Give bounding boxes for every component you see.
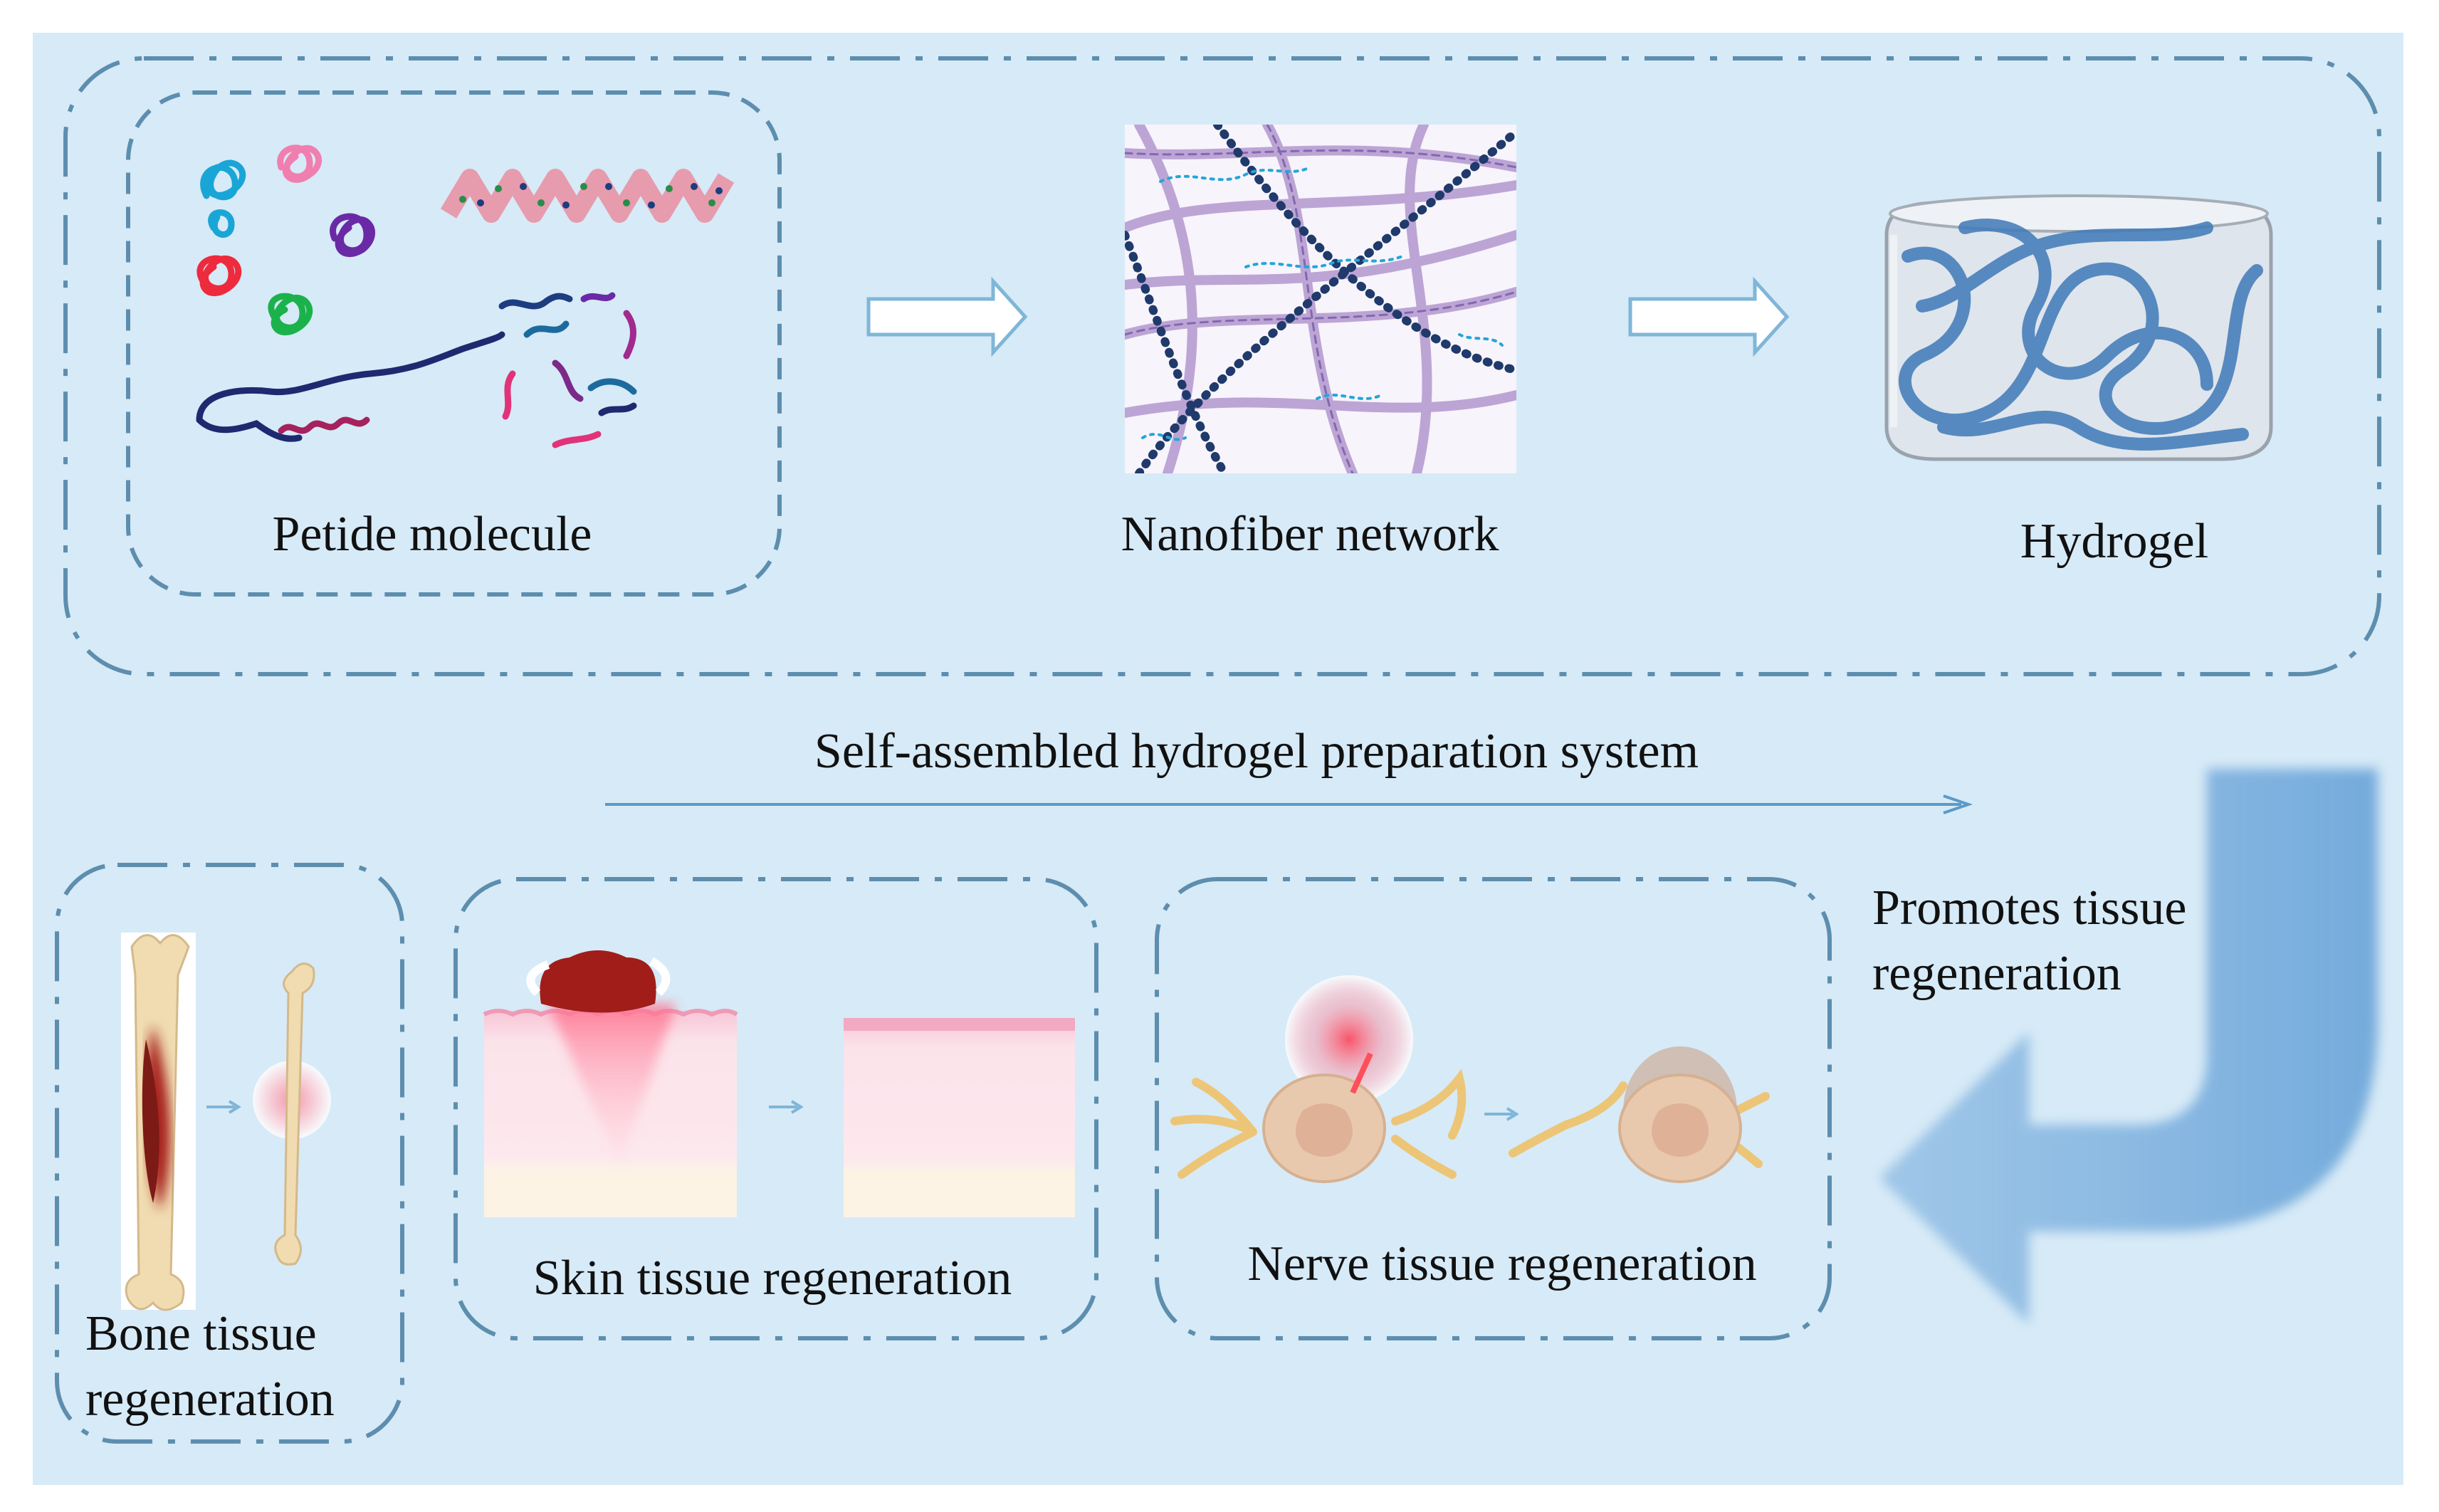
bone-label-line2: regeneration xyxy=(85,1372,335,1427)
nanofiber-network-illustration xyxy=(1125,125,1516,473)
peptide-molecule-illustration xyxy=(196,145,505,442)
nanofiber-network-label: Nanofiber network xyxy=(1121,507,1499,562)
promotes-label-line2: regeneration xyxy=(1872,946,2121,1001)
bone-box xyxy=(55,863,404,1444)
skin-regeneration-label: Skin tissue regeneration xyxy=(533,1251,1012,1306)
nerve-box xyxy=(1155,877,1832,1340)
peptide-box xyxy=(126,90,782,597)
hydrogel-illustration xyxy=(1884,194,2273,461)
peptide-helix-illustration xyxy=(440,169,735,223)
big-curved-arrow xyxy=(1879,769,2378,1324)
system-label: Self-assembled hydrogel preparation syst… xyxy=(814,724,1699,779)
nerve-illustration xyxy=(1170,975,1770,1183)
preparation-frame xyxy=(63,56,2381,676)
system-arrow xyxy=(605,794,1973,814)
skin-box xyxy=(453,877,1098,1340)
arrow-to-nanofiber xyxy=(866,276,1028,357)
skin-illustration xyxy=(483,950,1075,1217)
peptide-molecule-label: Petide molecule xyxy=(272,507,592,562)
nerve-regeneration-label: Nerve tissue regeneration xyxy=(1247,1237,1757,1291)
short-peptide-strands xyxy=(498,292,637,448)
bone-illustration xyxy=(121,933,331,1311)
arrow-to-hydrogel xyxy=(1628,276,1790,357)
bone-label-line1: Bone tissue xyxy=(85,1306,317,1361)
promotes-label-line1: Promotes tissue xyxy=(1872,881,2187,935)
hydrogel-label: Hydrogel xyxy=(2020,514,2209,569)
